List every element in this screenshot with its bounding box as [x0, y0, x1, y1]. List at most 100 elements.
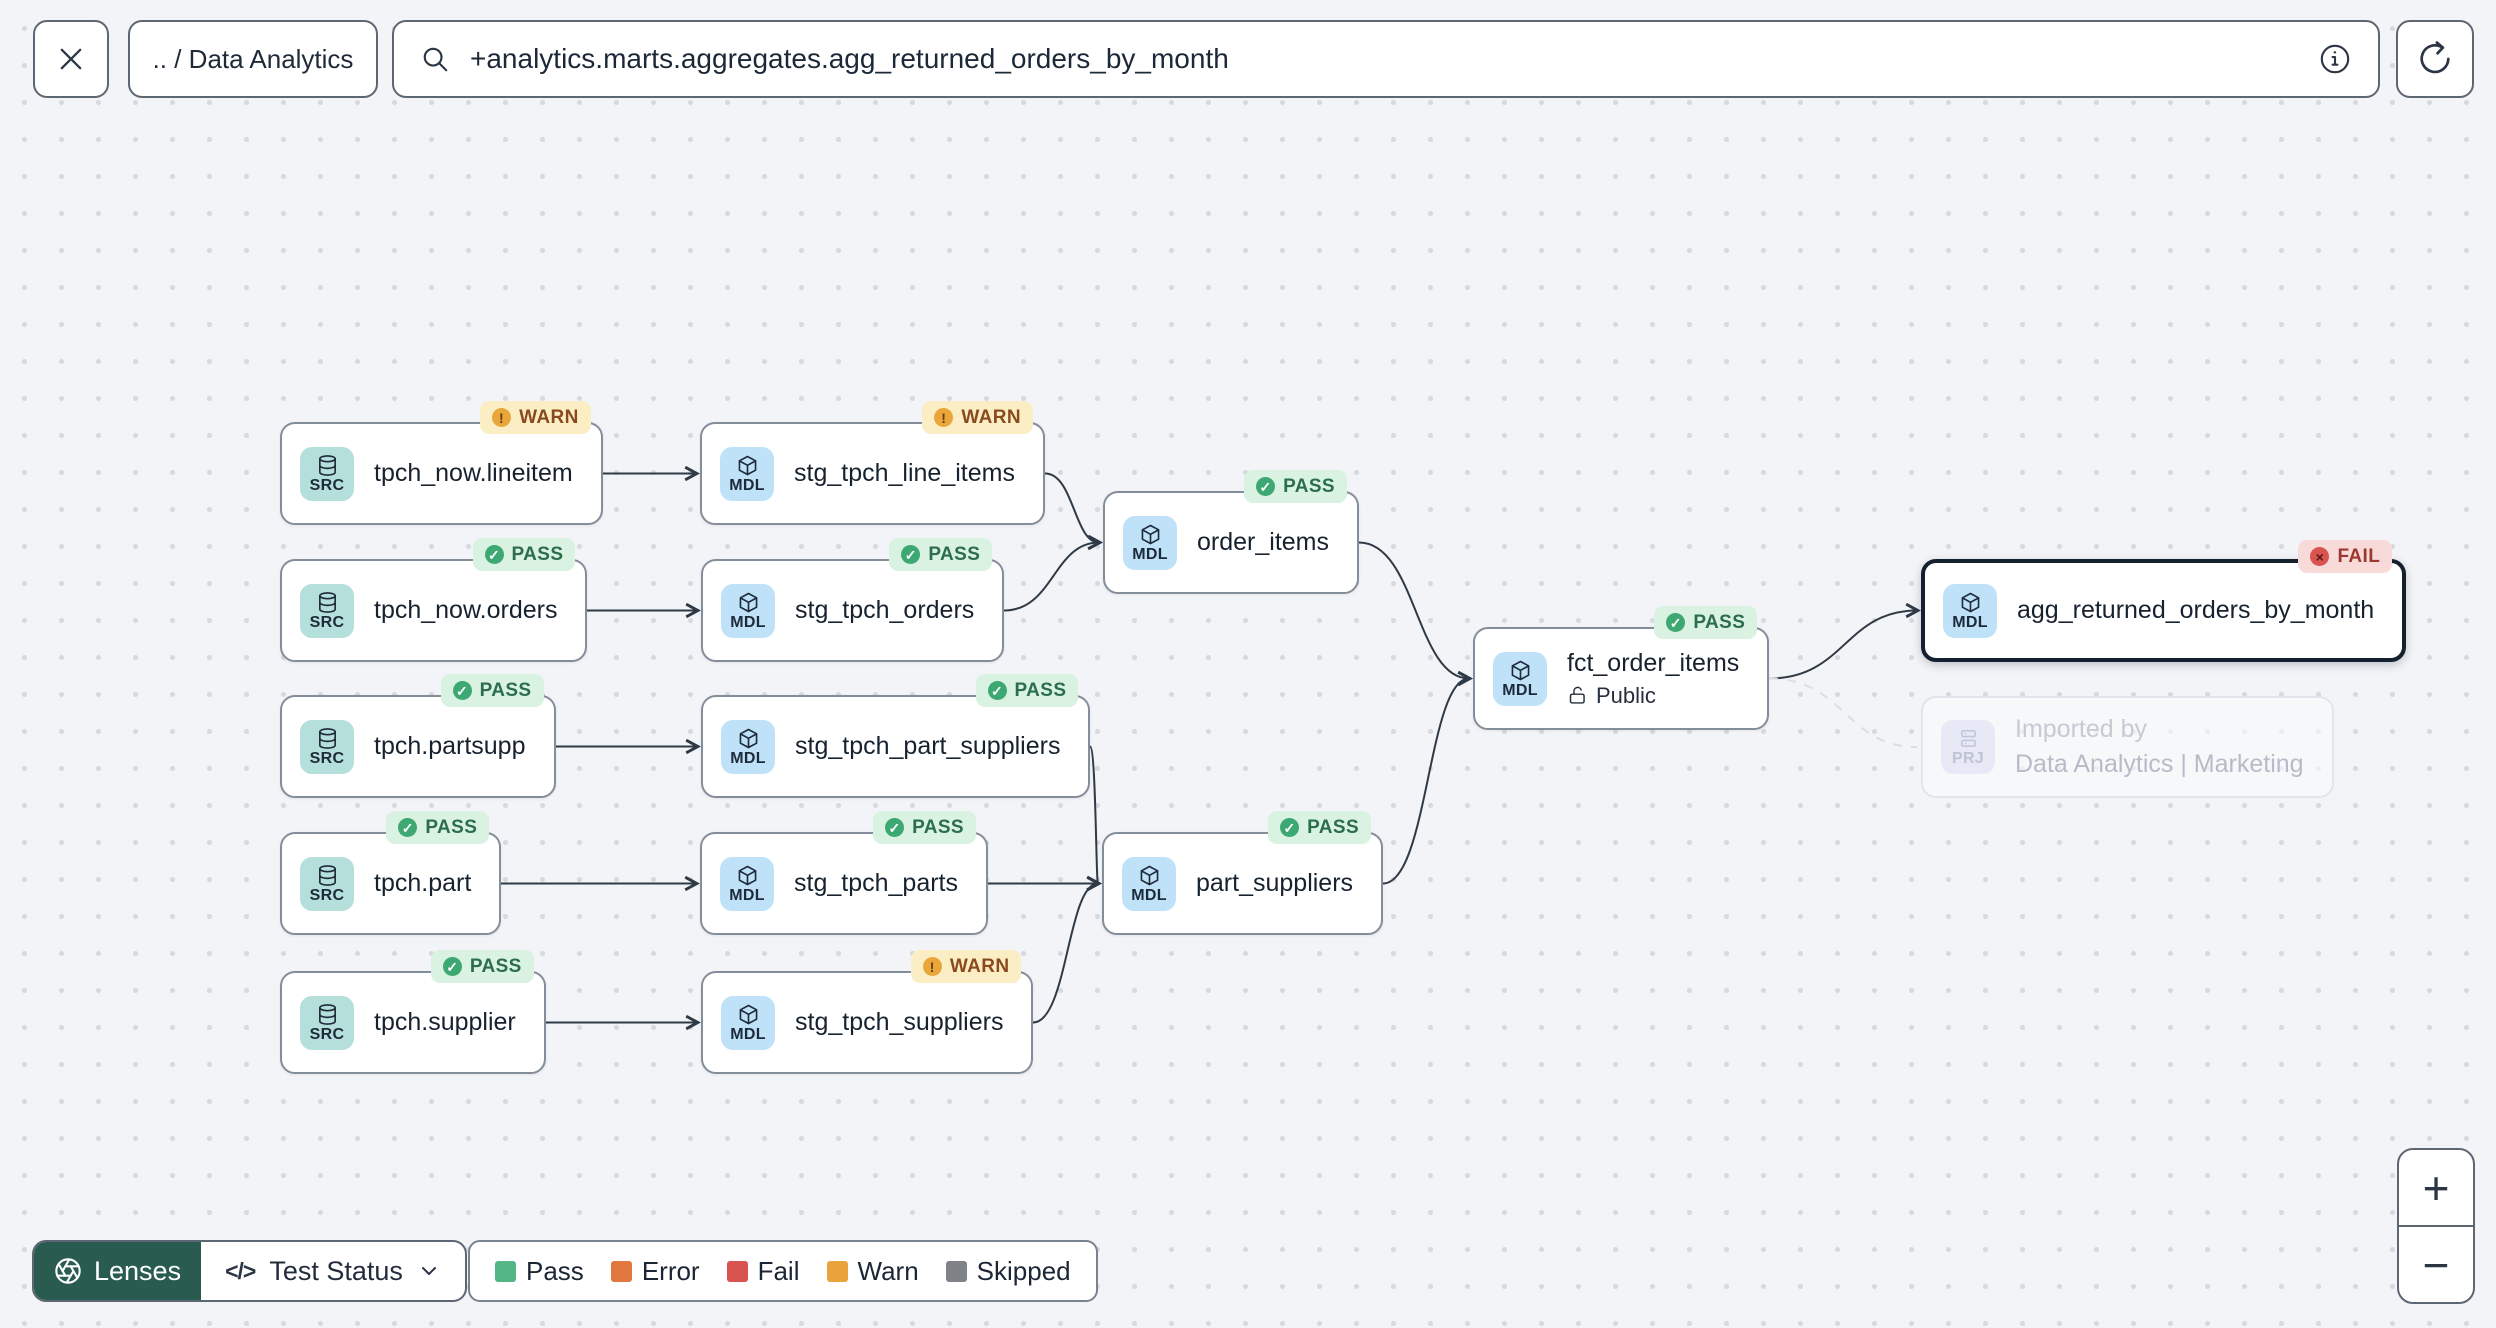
lenses-button[interactable]: Lenses: [34, 1242, 202, 1300]
edge: [1032, 875, 1102, 1024]
aperture-icon: [55, 1258, 81, 1284]
status-badge-pass: ✓PASS: [440, 674, 544, 707]
lenses-group: Lenses </> Test Status: [32, 1240, 467, 1302]
ghost-line-1: Imported by: [2015, 715, 2148, 743]
edge: [1358, 541, 1473, 687]
status-icon: !: [492, 408, 512, 427]
node-text: tpch.part: [374, 869, 471, 898]
status-badge-fail: ×FAIL: [2298, 540, 2393, 573]
close-icon: [60, 48, 82, 70]
status-badge-pass: ✓PASS: [975, 674, 1079, 707]
refresh-icon: [2420, 41, 2450, 74]
breadcrumb[interactable]: .. / Data Analytics: [128, 20, 378, 98]
status-badge-pass: ✓PASS: [386, 811, 490, 844]
node-title: tpch.supplier: [374, 1008, 516, 1036]
breadcrumb-label: .. / Data Analytics: [152, 43, 354, 74]
lens-selector[interactable]: </> Test Status: [201, 1242, 465, 1300]
cube-icon: MDL: [1123, 515, 1177, 570]
node-text: stg_tpch_parts: [794, 869, 958, 898]
chevron-down-icon: [421, 1267, 436, 1275]
node-text: stg_tpch_orders: [795, 596, 974, 625]
access-label: Public: [1596, 682, 1656, 708]
legend-item-fail: Fail: [726, 1256, 800, 1287]
edge: [1382, 670, 1473, 885]
node-tpch_now_orders[interactable]: ✓PASS SRC tpch_now.orders: [280, 538, 588, 662]
database-icon: SRC: [300, 856, 354, 911]
edge: [1086, 745, 1102, 891]
status-icon: !: [934, 408, 954, 427]
search-input[interactable]: [468, 42, 2300, 76]
kind-label: MDL: [729, 476, 765, 494]
cube-icon: MDL: [720, 856, 774, 911]
status-badge-pass: ✓PASS: [873, 811, 976, 844]
kind-label: MDL: [730, 749, 766, 767]
kind-label: PRJ: [1951, 750, 1985, 767]
kind-label: SRC: [309, 476, 345, 494]
kind-label: MDL: [730, 1025, 766, 1043]
legend-swatch: [610, 1260, 632, 1282]
search-box[interactable]: [392, 20, 2380, 98]
kind-label: SRC: [309, 613, 345, 631]
node-text: tpch.partsupp: [374, 732, 526, 761]
edge-ghost: [1768, 677, 1918, 748]
node-stg_tpch_parts[interactable]: ✓PASS MDL stg_tpch_parts: [700, 811, 988, 935]
node-title: stg_tpch_parts: [794, 869, 958, 897]
node-title: order_items: [1197, 528, 1329, 556]
node-text: tpch.supplier: [374, 1008, 516, 1037]
close-button[interactable]: [33, 20, 109, 98]
node-title: agg_returned_orders_by_month: [2017, 596, 2375, 624]
cube-icon: MDL: [1122, 856, 1176, 911]
legend-label: Warn: [857, 1255, 919, 1286]
node-text: stg_tpch_suppliers: [795, 1008, 1003, 1037]
info-icon[interactable]: [2318, 42, 2352, 76]
node-title: fct_order_items: [1567, 648, 1740, 677]
edge: [1044, 472, 1103, 551]
node-text: stg_tpch_line_items: [794, 459, 1015, 488]
cube-icon: MDL: [1493, 651, 1547, 706]
cube-icon: MDL: [720, 446, 774, 501]
edge: [1768, 602, 1921, 680]
kind-label: SRC: [309, 886, 345, 904]
node-agg_returned_orders_by_month[interactable]: ×FAIL MDL agg_returned_orders_by_month: [1921, 540, 2407, 662]
node-title: stg_tpch_line_items: [794, 459, 1015, 487]
status-badge-pass: ✓PASS: [1654, 606, 1758, 639]
status-badge-pass: ✓PASS: [430, 950, 534, 983]
kind-label: MDL: [729, 886, 765, 904]
node-text: stg_tpch_part_suppliers: [795, 732, 1060, 761]
node-text: order_items: [1197, 528, 1329, 557]
refresh-button[interactable]: [2396, 20, 2474, 98]
node-stg_tpch_part_suppliers[interactable]: ✓PASS MDL stg_tpch_part_suppliers: [701, 674, 1091, 798]
status-icon: ✓: [901, 545, 921, 564]
kind-label: SRC: [309, 749, 345, 767]
node-tpch_part[interactable]: ✓PASS SRC tpch.part: [280, 811, 502, 935]
legend-swatch: [826, 1260, 848, 1282]
status-badge-pass: ✓PASS: [472, 538, 576, 571]
zoom-out-button[interactable]: −: [2399, 1225, 2473, 1302]
node-text: agg_returned_orders_by_month: [2017, 596, 2374, 625]
node-tpch_supplier[interactable]: ✓PASS SRC tpch.supplier: [280, 950, 546, 1074]
lenses-label: Lenses: [94, 1255, 182, 1286]
node-title: stg_tpch_part_suppliers: [795, 732, 1061, 760]
cube-icon: MDL: [1943, 583, 1997, 638]
kind-label: SRC: [309, 1025, 345, 1043]
legend-label: Error: [641, 1255, 700, 1286]
node-title: tpch_now.orders: [374, 596, 558, 624]
status-badge-warn: !WARN: [480, 401, 591, 434]
node-tpch_partsupp[interactable]: ✓PASS SRC tpch.partsupp: [280, 674, 556, 798]
legend-label: Skipped: [976, 1255, 1071, 1286]
status-icon: ✓: [1256, 477, 1276, 496]
status-icon: ✓: [398, 818, 418, 837]
zoom-in-button[interactable]: +: [2422, 1161, 2450, 1214]
node-title: stg_tpch_orders: [795, 596, 975, 624]
node-text: part_suppliers: [1196, 869, 1353, 898]
